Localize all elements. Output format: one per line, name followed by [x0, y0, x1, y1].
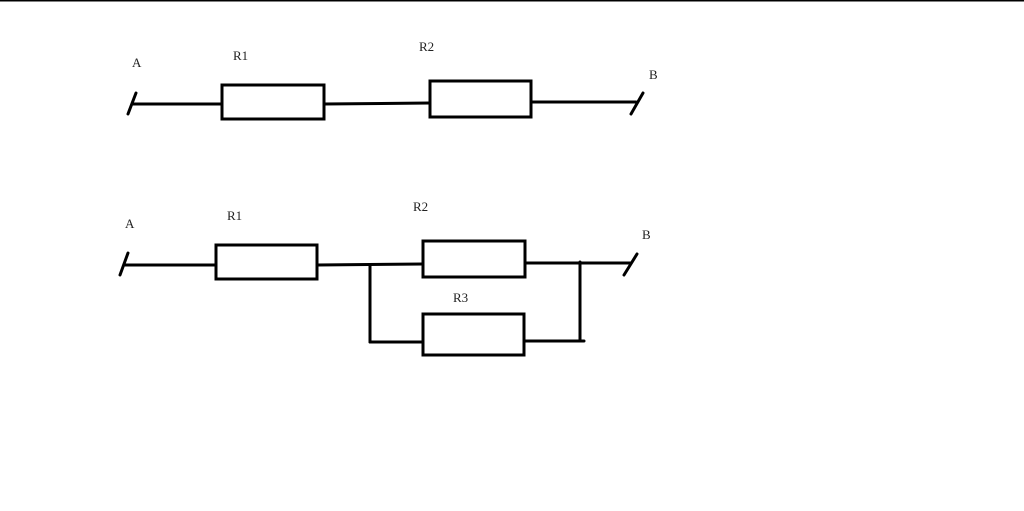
terminal-a-label: A	[132, 55, 142, 70]
resistor-r1-label: R1	[227, 208, 242, 223]
terminal-b-label: B	[649, 67, 658, 82]
resistor-r1-label: R1	[233, 48, 248, 63]
terminal-b-tick	[622, 252, 639, 277]
series-circuit: A R1 R2 B	[126, 39, 658, 121]
resistor-r2	[428, 79, 533, 119]
resistor-r2-label: R2	[413, 199, 428, 214]
resistor-r1	[220, 83, 326, 121]
wire-r1-to-r2	[322, 101, 432, 106]
resistor-r2-label: R2	[419, 39, 434, 54]
resistor-r1	[214, 243, 319, 281]
resistor-r2	[421, 239, 527, 279]
resistor-r3	[421, 312, 526, 357]
terminal-b-label: B	[642, 227, 651, 242]
mixed-circuit: A R1 R2 R3 B	[118, 199, 651, 357]
resistor-r3-label: R3	[453, 290, 468, 305]
terminal-a-label: A	[125, 216, 135, 231]
terminal-b-tick	[629, 91, 645, 116]
